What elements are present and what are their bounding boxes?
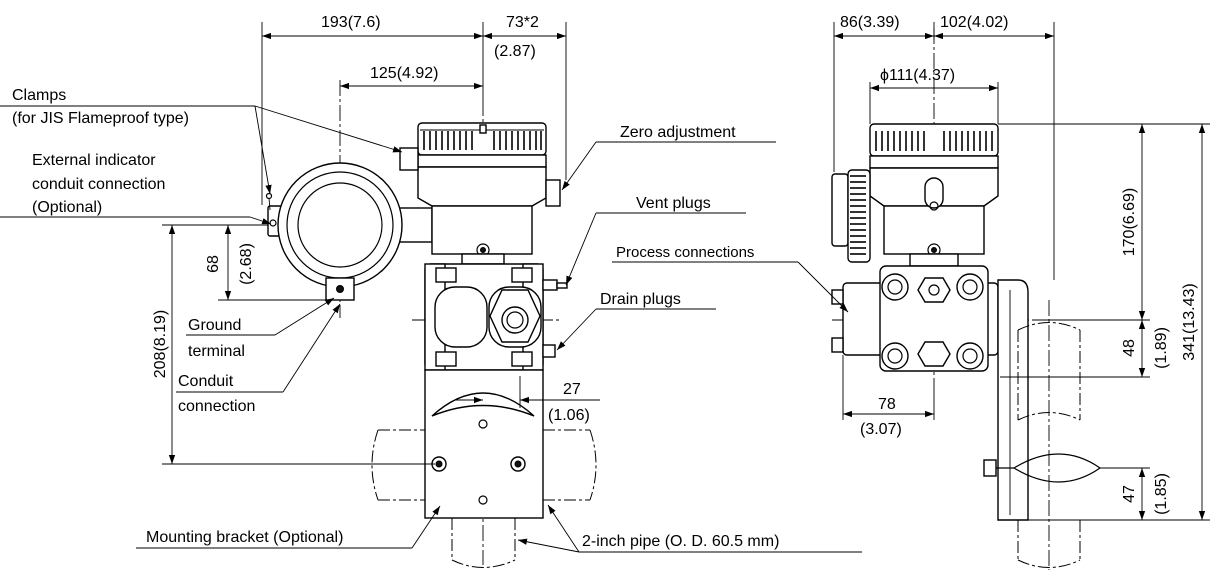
side-housing [869,123,999,267]
dim-86: 86(3.39) [840,14,900,31]
process-connections-arrow [797,261,849,313]
label-process-connections: Process connections [616,244,754,261]
dim-78-inch: (3.07) [860,421,902,438]
side-external-indicator [831,169,871,263]
main-housing [399,122,561,265]
label-ground-1: Ground [188,317,241,334]
dim-102: 102(4.02) [940,14,1009,31]
external-indicator [265,162,433,301]
mounting-bracket [424,369,544,519]
label-mounting-bracket: Mounting bracket (Optional) [146,529,343,546]
dim-27: 27 [563,381,581,398]
side-bracket [983,279,1102,521]
label-drain-plugs: Drain plugs [600,291,681,308]
dim-68-inch: (2.68) [238,243,255,285]
dim-47-inch: (1.85) [1153,473,1170,515]
dim-73: 73*2 [506,14,539,31]
pipe-phantom [371,429,597,568]
side-capsule [831,265,999,372]
dim-78: 78 [878,396,896,413]
dim-68: 68 [205,255,222,273]
housing-cap-fins [423,131,542,150]
front-leaders [0,105,862,553]
label-zero-adjustment: Zero adjustment [620,124,736,141]
side-dimension-lines [833,22,1210,521]
dim-48-inch: (1.89) [1153,327,1170,369]
dim-208: 208(8.19) [152,310,169,379]
side-cap-fins [875,131,993,151]
dim-341: 341(13.43) [1181,283,1198,360]
dim-48: 48 [1121,339,1138,357]
label-conduit-1: Conduit [178,373,234,390]
side-pipe-phantom [1017,300,1081,570]
label-external-indicator-1: External indicator [32,152,156,169]
side-view: 86(3.39) 102(4.02) ϕ111(4.37) 170(6.69) … [612,14,1210,570]
capsule-body [424,263,568,371]
label-clamps: Clamps [12,87,66,104]
dim-170: 170(6.69) [1121,188,1138,257]
label-external-indicator-3: (Optional) [32,199,102,216]
side-indicator-fins [850,175,866,255]
front-view: 193(7.6) 73*2 (2.87) 125(4.92) 68 (2.68)… [0,14,862,568]
label-pipe: 2-inch pipe (O. D. 60.5 mm) [582,533,779,550]
label-vent-plugs: Vent plugs [636,195,711,212]
front-dimension-lines [162,22,600,465]
dim-193: 193(7.6) [321,14,381,31]
label-external-indicator-2: conduit connection [32,176,165,193]
label-ground-2: terminal [188,343,245,360]
dim-73-inch: (2.87) [494,43,536,60]
dim-125: 125(4.92) [370,65,439,82]
dim-111: ϕ111(4.37) [880,67,955,84]
dim-27-inch: (1.06) [548,407,590,424]
label-clamps-note: (for JIS Flameproof type) [12,110,189,127]
dim-47: 47 [1121,485,1138,503]
label-conduit-2: connection [178,398,255,415]
